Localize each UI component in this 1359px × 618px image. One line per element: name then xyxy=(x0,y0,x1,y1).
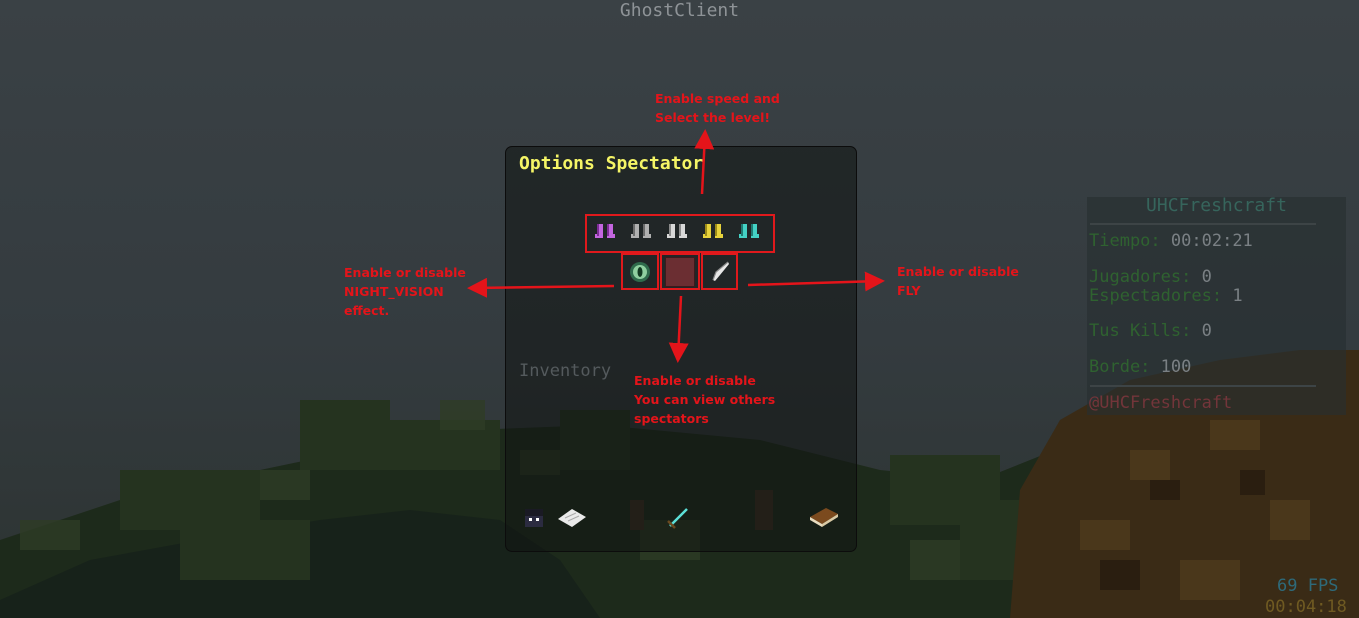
night-vision-annotation: Enable or disable NIGHT_VISION effect. xyxy=(344,263,466,320)
spectators-arrow xyxy=(668,295,689,363)
speed-level-3-button[interactable] xyxy=(663,219,693,249)
annotation-line: Enable or disable xyxy=(634,373,756,388)
inventory-label: Inventory xyxy=(519,361,612,381)
scoreboard-jugadores: Jugadores: 0 xyxy=(1089,267,1212,287)
book-icon xyxy=(810,508,838,527)
spectators-annotation: Enable or disable You can view others sp… xyxy=(634,371,775,428)
speed-boots-row xyxy=(591,219,771,249)
fly-annotation: Enable or disable FLY xyxy=(897,262,1019,300)
scoreboard-tiempo: Tiempo: 00:02:21 xyxy=(1089,231,1253,251)
boots-icon xyxy=(739,224,759,238)
boots-icon xyxy=(703,224,723,238)
kills-value: 0 xyxy=(1201,321,1212,341)
fps-counter: 69 FPS xyxy=(1277,576,1339,596)
feather-icon xyxy=(711,261,729,281)
scoreboard-footer: @UHCFreshcraft xyxy=(1089,393,1233,413)
night-vision-arrow xyxy=(467,277,615,298)
scoreboard-panel xyxy=(1087,197,1346,415)
annotation-line: FLY xyxy=(897,283,921,298)
scoreboard-title: UHCFreshcraft xyxy=(1146,195,1287,216)
annotation-line: Select the level! xyxy=(655,110,771,125)
scoreboard-divider xyxy=(1090,385,1316,387)
annotation-line: NIGHT_VISION xyxy=(344,284,444,299)
scoreboard-borde: Borde: 100 xyxy=(1089,357,1191,377)
annotation-line: Enable speed and xyxy=(655,91,780,106)
game-timer: 00:04:18 xyxy=(1265,597,1347,617)
fly-arrow xyxy=(747,271,885,292)
scoreboard-divider xyxy=(1090,223,1316,225)
panel-title: Options Spectator xyxy=(519,153,704,174)
ender-eye-icon xyxy=(630,261,650,282)
hotbar-item-player-head[interactable] xyxy=(523,507,545,533)
scoreboard-espectadores: Espectadores: 1 xyxy=(1089,286,1243,306)
jugadores-label: Jugadores: xyxy=(1089,267,1192,287)
boots-icon xyxy=(595,224,615,238)
fly-toggle[interactable] xyxy=(701,253,738,290)
empty-slot-icon xyxy=(665,256,695,287)
kills-label: Tus Kills: xyxy=(1089,321,1192,341)
speed-level-2-button[interactable] xyxy=(627,219,657,249)
borde-value: 100 xyxy=(1160,357,1192,377)
espectadores-value: 1 xyxy=(1232,286,1243,306)
client-title: GhostClient xyxy=(619,0,740,21)
speed-level-4-button[interactable] xyxy=(699,219,729,249)
speed-level-1-button[interactable] xyxy=(591,219,621,249)
scoreboard-kills: Tus Kills: 0 xyxy=(1089,321,1212,341)
speed-annotation: Enable speed and Select the level! xyxy=(655,89,780,127)
paper-icon xyxy=(558,509,586,527)
hotbar-item-sword[interactable] xyxy=(665,505,691,535)
annotation-line: Enable or disable xyxy=(344,265,466,280)
annotation-line: You can view others xyxy=(634,392,776,407)
hotbar-item-paper[interactable] xyxy=(556,507,588,533)
annotation-line: Enable or disable xyxy=(897,264,1019,279)
boots-icon xyxy=(631,224,651,238)
annotation-line: spectators xyxy=(634,411,709,426)
tiempo-value: 00:02:21 xyxy=(1170,231,1253,251)
view-spectators-toggle[interactable] xyxy=(660,253,700,290)
speed-arrow xyxy=(694,129,715,195)
hotbar-item-book[interactable] xyxy=(808,505,840,533)
sword-icon xyxy=(667,508,688,529)
espectadores-label: Espectadores: xyxy=(1089,286,1223,306)
boots-icon xyxy=(667,224,687,238)
night-vision-toggle[interactable] xyxy=(621,253,659,290)
speed-level-5-button[interactable] xyxy=(735,219,765,249)
borde-label: Borde: xyxy=(1089,357,1151,377)
jugadores-value: 0 xyxy=(1201,267,1212,287)
player-head-icon xyxy=(525,509,543,527)
tiempo-label: Tiempo: xyxy=(1089,231,1161,251)
annotation-line: effect. xyxy=(344,303,390,318)
speed-boots-highlight xyxy=(585,214,775,253)
